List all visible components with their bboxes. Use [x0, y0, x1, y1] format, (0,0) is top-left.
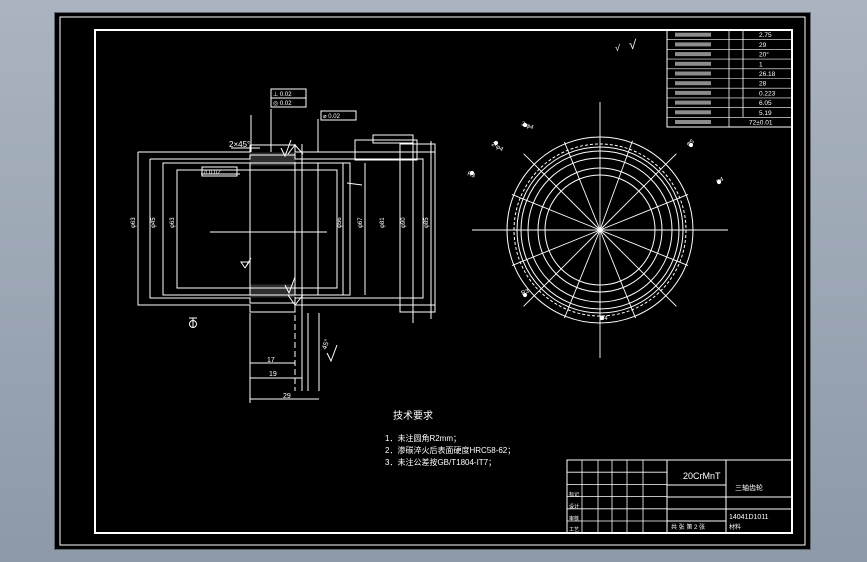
- radial-line-6: [523, 153, 601, 231]
- dim-19: 19: [269, 371, 277, 378]
- dim-29: 29: [283, 393, 291, 400]
- dim-17: 17: [267, 357, 275, 364]
- param-name-0: [675, 32, 711, 37]
- leader-dot-3: [522, 292, 528, 298]
- radial-line-11: [563, 229, 601, 319]
- param-name-3: [675, 61, 711, 66]
- title-block-grid: [567, 460, 667, 533]
- left-col-3: 审核: [569, 515, 579, 522]
- radial-line-13: [599, 229, 637, 319]
- material: 20CrMnT: [683, 471, 721, 481]
- leader-dot-0: [522, 122, 528, 128]
- drawing-number: 14041D1011: [729, 514, 769, 521]
- param-value-0: 2.75: [759, 32, 772, 39]
- view-label-6: φ4: [716, 177, 725, 185]
- drawing-number-sub: 材料: [729, 523, 741, 531]
- dia-5: φ67: [358, 217, 364, 228]
- tol-frame-3: ⌀ 0.02: [323, 114, 341, 120]
- param-name-2: [675, 52, 711, 57]
- radial-line-14: [599, 229, 677, 307]
- param-name-7: [675, 100, 711, 105]
- tol-frame-4: // 0.02: [204, 170, 221, 176]
- end-view-labels: 2-φ4 2-φ4 R3 R3 φ5 φ4 R4: [466, 121, 725, 322]
- tol-frame-1: ⊥ 0.02: [273, 91, 292, 98]
- radial-line-2: [599, 153, 677, 231]
- left-col-1: 标记: [569, 491, 579, 498]
- radial-line-7: [511, 193, 601, 231]
- tech-title: 技术要求: [393, 409, 433, 422]
- param-name-5: [675, 81, 711, 86]
- view-label-7: R4: [600, 316, 608, 322]
- tech-requirements: 技术要求 1．未注圆角R2mm； 2．渗碳淬火后表面硬度HRC58-62； 3．…: [385, 409, 515, 467]
- dia-4: φ56: [337, 217, 343, 228]
- dia-6: φ81: [380, 217, 386, 228]
- sheet-label: 共 张 第 2 张: [671, 523, 705, 531]
- dia-3: φ63: [170, 217, 176, 228]
- inner-frame: [94, 29, 793, 534]
- dia-8: φ85: [424, 217, 430, 228]
- dia-2: φ45: [151, 217, 157, 228]
- param-value-8: 5.19: [759, 110, 772, 117]
- view-label-3: R3: [466, 171, 476, 179]
- roughness-label: √: [615, 43, 620, 53]
- leader-dot-6: [716, 179, 722, 185]
- left-col-4: 工艺: [569, 527, 579, 533]
- leader-dot-4: [599, 315, 605, 321]
- section-view: [137, 109, 436, 403]
- parameter-table: 2.75 29 20° 1 26.18 28 0.223 6.05 5.19 72±0.01: [666, 29, 793, 128]
- dia-1: φ63: [131, 217, 137, 228]
- check-symbol: √: [629, 37, 637, 52]
- param-value-2: 20°: [759, 51, 769, 59]
- tol-frame-2: ◎ 0.02: [273, 101, 292, 107]
- leader-dot-5: [688, 142, 694, 148]
- view-label-1: 2-φ4: [520, 121, 534, 131]
- view-label-2: 2-φ4: [490, 142, 504, 154]
- dim-chamfer: 2×45°: [229, 140, 250, 149]
- param-name-8: [675, 110, 711, 115]
- param-name-9: [675, 120, 711, 124]
- cad-drawing: √ √ 2.75 29 20° 1 26.18 28 0.223 6.05 5.19 72±0.0…: [59, 16, 806, 546]
- roughness-mark-top: √ √: [615, 37, 637, 53]
- param-value-1: 29: [759, 42, 767, 49]
- radial-line-1: [599, 193, 689, 231]
- view-label-5: φ5: [686, 139, 696, 148]
- part-name: 三轴齿轮: [735, 483, 763, 492]
- param-name-1: [675, 42, 711, 47]
- param-value-4: 26.18: [759, 71, 776, 78]
- drawing-sheet: √ √ 2.75 29 20° 1 26.18 28 0.223 6.05 5.19 72±0.0…: [55, 13, 810, 549]
- param-name-4: [675, 71, 711, 76]
- radial-line-15: [599, 229, 689, 267]
- param-value-3: 1: [759, 61, 763, 68]
- param-value-9: 72±0.01: [749, 120, 773, 127]
- outer-frame: [59, 16, 806, 546]
- param-value-7: 6.05: [759, 100, 772, 107]
- diameter-labels: φ63 φ45 φ63 φ56 φ67 φ81 φ90 φ85: [131, 217, 430, 228]
- view-label-4: R3: [521, 288, 531, 296]
- tech-note-3: 3．未注公差按GB/T1804-IT7；: [385, 457, 496, 467]
- param-value-6: 0.223: [759, 90, 776, 97]
- leader-dot-1: [493, 140, 499, 146]
- left-col-2: 设计: [569, 503, 579, 510]
- leader-dot-2: [469, 170, 475, 176]
- dim-angle: 45°: [320, 338, 331, 351]
- end-view: [469, 102, 728, 358]
- radial-line-10: [523, 229, 601, 307]
- param-name-6: [675, 90, 711, 95]
- dia-7: φ90: [401, 217, 407, 228]
- tech-note-2: 2．渗碳淬火后表面硬度HRC58-62；: [385, 445, 515, 455]
- tolerance-frames: [201, 88, 357, 177]
- tolerance-labels: ⊥ 0.02 ◎ 0.02 ⌀ 0.02 // 0.02: [204, 91, 341, 176]
- radial-line-9: [511, 229, 601, 267]
- radial-line-5: [563, 141, 601, 231]
- title-block-text: 20CrMnT 三轴齿轮 14041D1011 材料 共 张 第 2 张 标记 …: [569, 471, 769, 533]
- tech-note-1: 1．未注圆角R2mm；: [385, 433, 461, 443]
- param-value-5: 28: [759, 81, 767, 88]
- radial-line-3: [599, 140, 633, 231]
- section-dim-labels: 2×45° 17 19 29 45°: [229, 140, 332, 400]
